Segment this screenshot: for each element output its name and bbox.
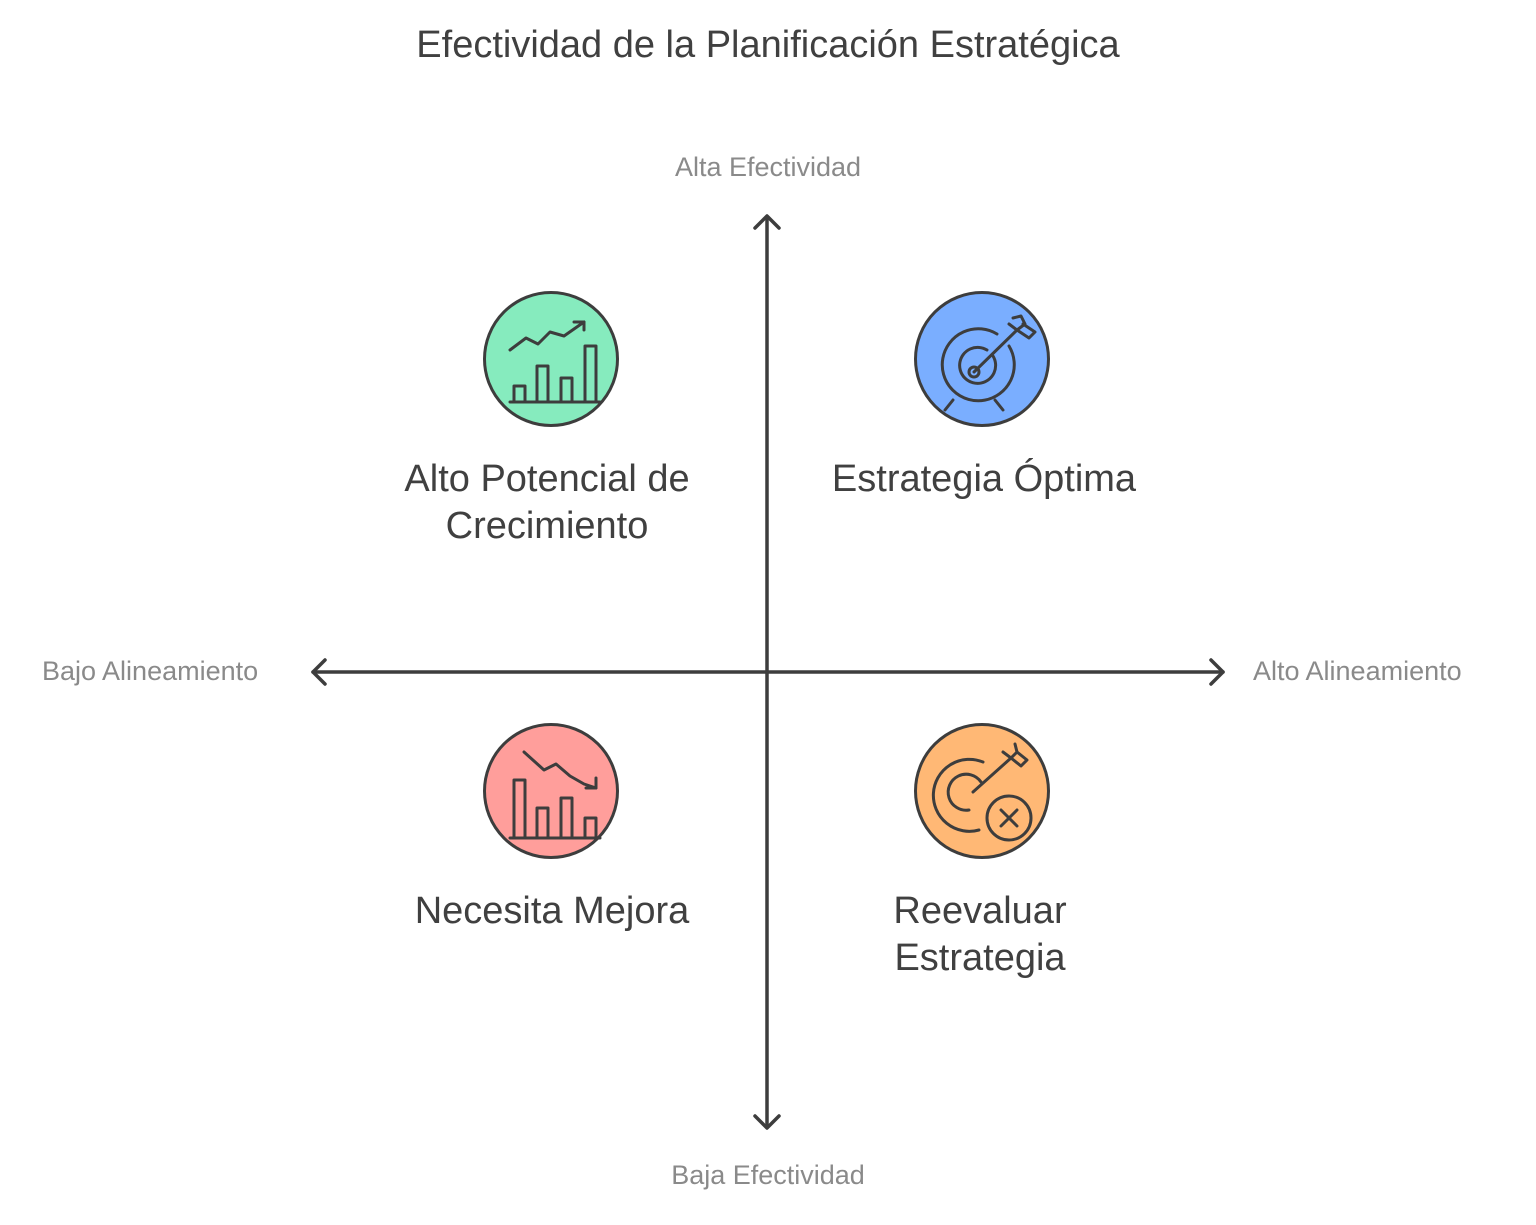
quadrant-bottom-left-label: Necesita Mejora [352, 888, 752, 935]
quadrant-top-left-line1: Alto Potencial de [404, 458, 690, 500]
quadrant-top-left-line2: Crecimiento [445, 505, 649, 547]
quadrant-bottom-left-line1: Necesita Mejora [414, 890, 690, 932]
quadrant-bottom-right-label: Reevaluar Estrategia [780, 888, 1180, 982]
arrow-down-icon [753, 1114, 781, 1130]
quadrant-top-right-line1: Estrategia Óptima [831, 458, 1137, 500]
arrow-left-icon [311, 658, 327, 686]
arrow-right-icon [1209, 658, 1225, 686]
quadrant-bottom-right-line1: Reevaluar [893, 890, 1067, 932]
quadrant-top-left-label: Alto Potencial de Crecimiento [347, 456, 747, 550]
growth-chart-icon [483, 291, 619, 427]
y-axis-bottom-label: Baja Efectividad [671, 1160, 865, 1190]
target-arrow-icon [914, 291, 1050, 427]
y-axis-top-label: Alta Efectividad [674, 152, 862, 182]
arrow-up-icon [753, 214, 781, 230]
page-title: Efectividad de la Planificación Estratég… [416, 24, 1120, 66]
quadrant-top-right-label: Estrategia Óptima [784, 456, 1184, 503]
decline-chart-icon [483, 723, 619, 859]
target-cancel-icon [914, 723, 1050, 859]
x-axis-left-label: Bajo Alineamiento [42, 656, 259, 686]
quadrant-bottom-right-line2: Estrategia [894, 937, 1066, 979]
x-axis-right-label: Alto Alineamiento [1253, 656, 1462, 686]
